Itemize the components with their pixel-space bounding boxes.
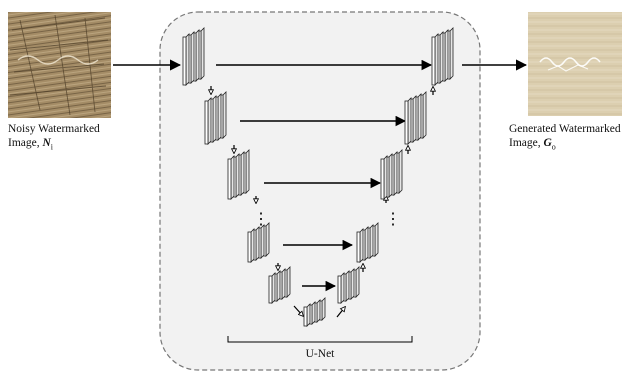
upsample-arrow-1 — [336, 307, 345, 318]
feature-slab-side — [407, 97, 412, 145]
feature-slab-side — [230, 155, 235, 200]
encoder-ellipsis: ⋮ — [253, 211, 269, 228]
feature-slab — [268, 275, 273, 304]
output-generated-image — [528, 12, 622, 116]
feature-slab-side — [250, 228, 255, 263]
feature-slab-side — [212, 95, 217, 143]
feature-slab-side — [217, 93, 222, 141]
feature-slab — [404, 100, 409, 145]
decoder-block-4 — [356, 222, 379, 263]
feature-slab-side — [195, 29, 200, 82]
input-caption-line2: Image, Ni — [8, 136, 128, 154]
feature-slab-side — [398, 149, 403, 194]
feature-slab-side — [245, 149, 250, 194]
decoder-block-2 — [404, 91, 427, 145]
feature-slab-side — [235, 153, 240, 198]
feature-slab-side — [276, 270, 281, 302]
feature-slab — [182, 36, 187, 86]
unet-label: U-Net — [305, 348, 335, 360]
unet-panel — [159, 11, 481, 371]
feature-slab-side — [286, 266, 291, 298]
feature-slab — [303, 306, 308, 327]
feature-slab-side — [271, 272, 276, 304]
output-caption: Generated Watermarked Image, Go — [509, 122, 631, 154]
feature-slab-side — [417, 93, 422, 141]
output-symbol-subscript: o — [551, 142, 556, 152]
feature-slab-side — [222, 91, 227, 139]
feature-slab-side — [265, 222, 270, 257]
encoder-block-1 — [182, 27, 205, 86]
feature-slab-side — [321, 297, 326, 321]
feature-slab — [204, 100, 209, 145]
feature-slab-side — [255, 226, 260, 261]
feature-slab-side — [374, 222, 379, 257]
feature-slab-side — [449, 27, 454, 80]
feature-slab — [227, 158, 232, 200]
downsample-arrow-5 — [293, 305, 303, 316]
output-symbol: G — [543, 137, 552, 149]
feature-slab-side — [306, 303, 311, 327]
output-caption-line1: Generated Watermarked — [509, 123, 621, 135]
input-symbol-subscript: i — [50, 142, 54, 152]
feature-slab-side — [260, 224, 265, 259]
feature-slab — [431, 36, 436, 86]
decoder-block-5 — [337, 266, 360, 304]
feature-slab-side — [359, 228, 364, 263]
input-caption-line1: Noisy Watermarked — [8, 123, 100, 135]
input-noisy-image — [8, 12, 111, 118]
encoder-block-5 — [268, 266, 291, 304]
feature-slab-side — [355, 266, 360, 298]
unet-bracket — [227, 336, 413, 343]
feature-slab — [247, 231, 252, 263]
feature-slab-side — [340, 272, 345, 304]
encoder-block-4 — [247, 222, 270, 263]
feature-slab-side — [364, 226, 369, 261]
feature-slab-side — [311, 301, 316, 325]
feature-slab-side — [422, 91, 427, 139]
feature-slab-side — [240, 151, 245, 196]
feature-slab — [380, 158, 385, 200]
feature-slab-side — [281, 268, 286, 300]
input-caption: Noisy Watermarked Image, Ni — [8, 122, 128, 154]
feature-slab-side — [345, 270, 350, 302]
feature-slab-side — [393, 151, 398, 196]
feature-slab-side — [388, 153, 393, 198]
input-symbol: N — [42, 137, 51, 149]
encoder-block-3 — [227, 149, 250, 200]
feature-slab-side — [383, 155, 388, 200]
feature-slab-side — [207, 97, 212, 145]
feature-slab-side — [190, 31, 195, 84]
feature-slab-side — [200, 27, 205, 80]
feature-slab-side — [350, 268, 355, 300]
output-caption-prefix: Image, — [509, 137, 544, 149]
decoder-block-3 — [380, 149, 403, 200]
feature-slab-side — [434, 33, 439, 86]
feature-slab-side — [412, 95, 417, 143]
decoder-block-1 — [431, 27, 454, 86]
feature-slab-side — [439, 31, 444, 84]
feature-slab-side — [185, 33, 190, 86]
feature-slab — [337, 275, 342, 304]
feature-slab-side — [316, 299, 321, 323]
input-caption-prefix: Image, — [8, 137, 43, 149]
feature-slab-side — [369, 224, 374, 259]
decoder-ellipsis: ⋮ — [385, 211, 401, 228]
feature-slab-side — [444, 29, 449, 82]
encoder-block-2 — [204, 91, 227, 145]
bottleneck-block — [303, 297, 326, 327]
output-caption-line2: Image, Go — [509, 136, 631, 154]
feature-slab — [356, 231, 361, 263]
